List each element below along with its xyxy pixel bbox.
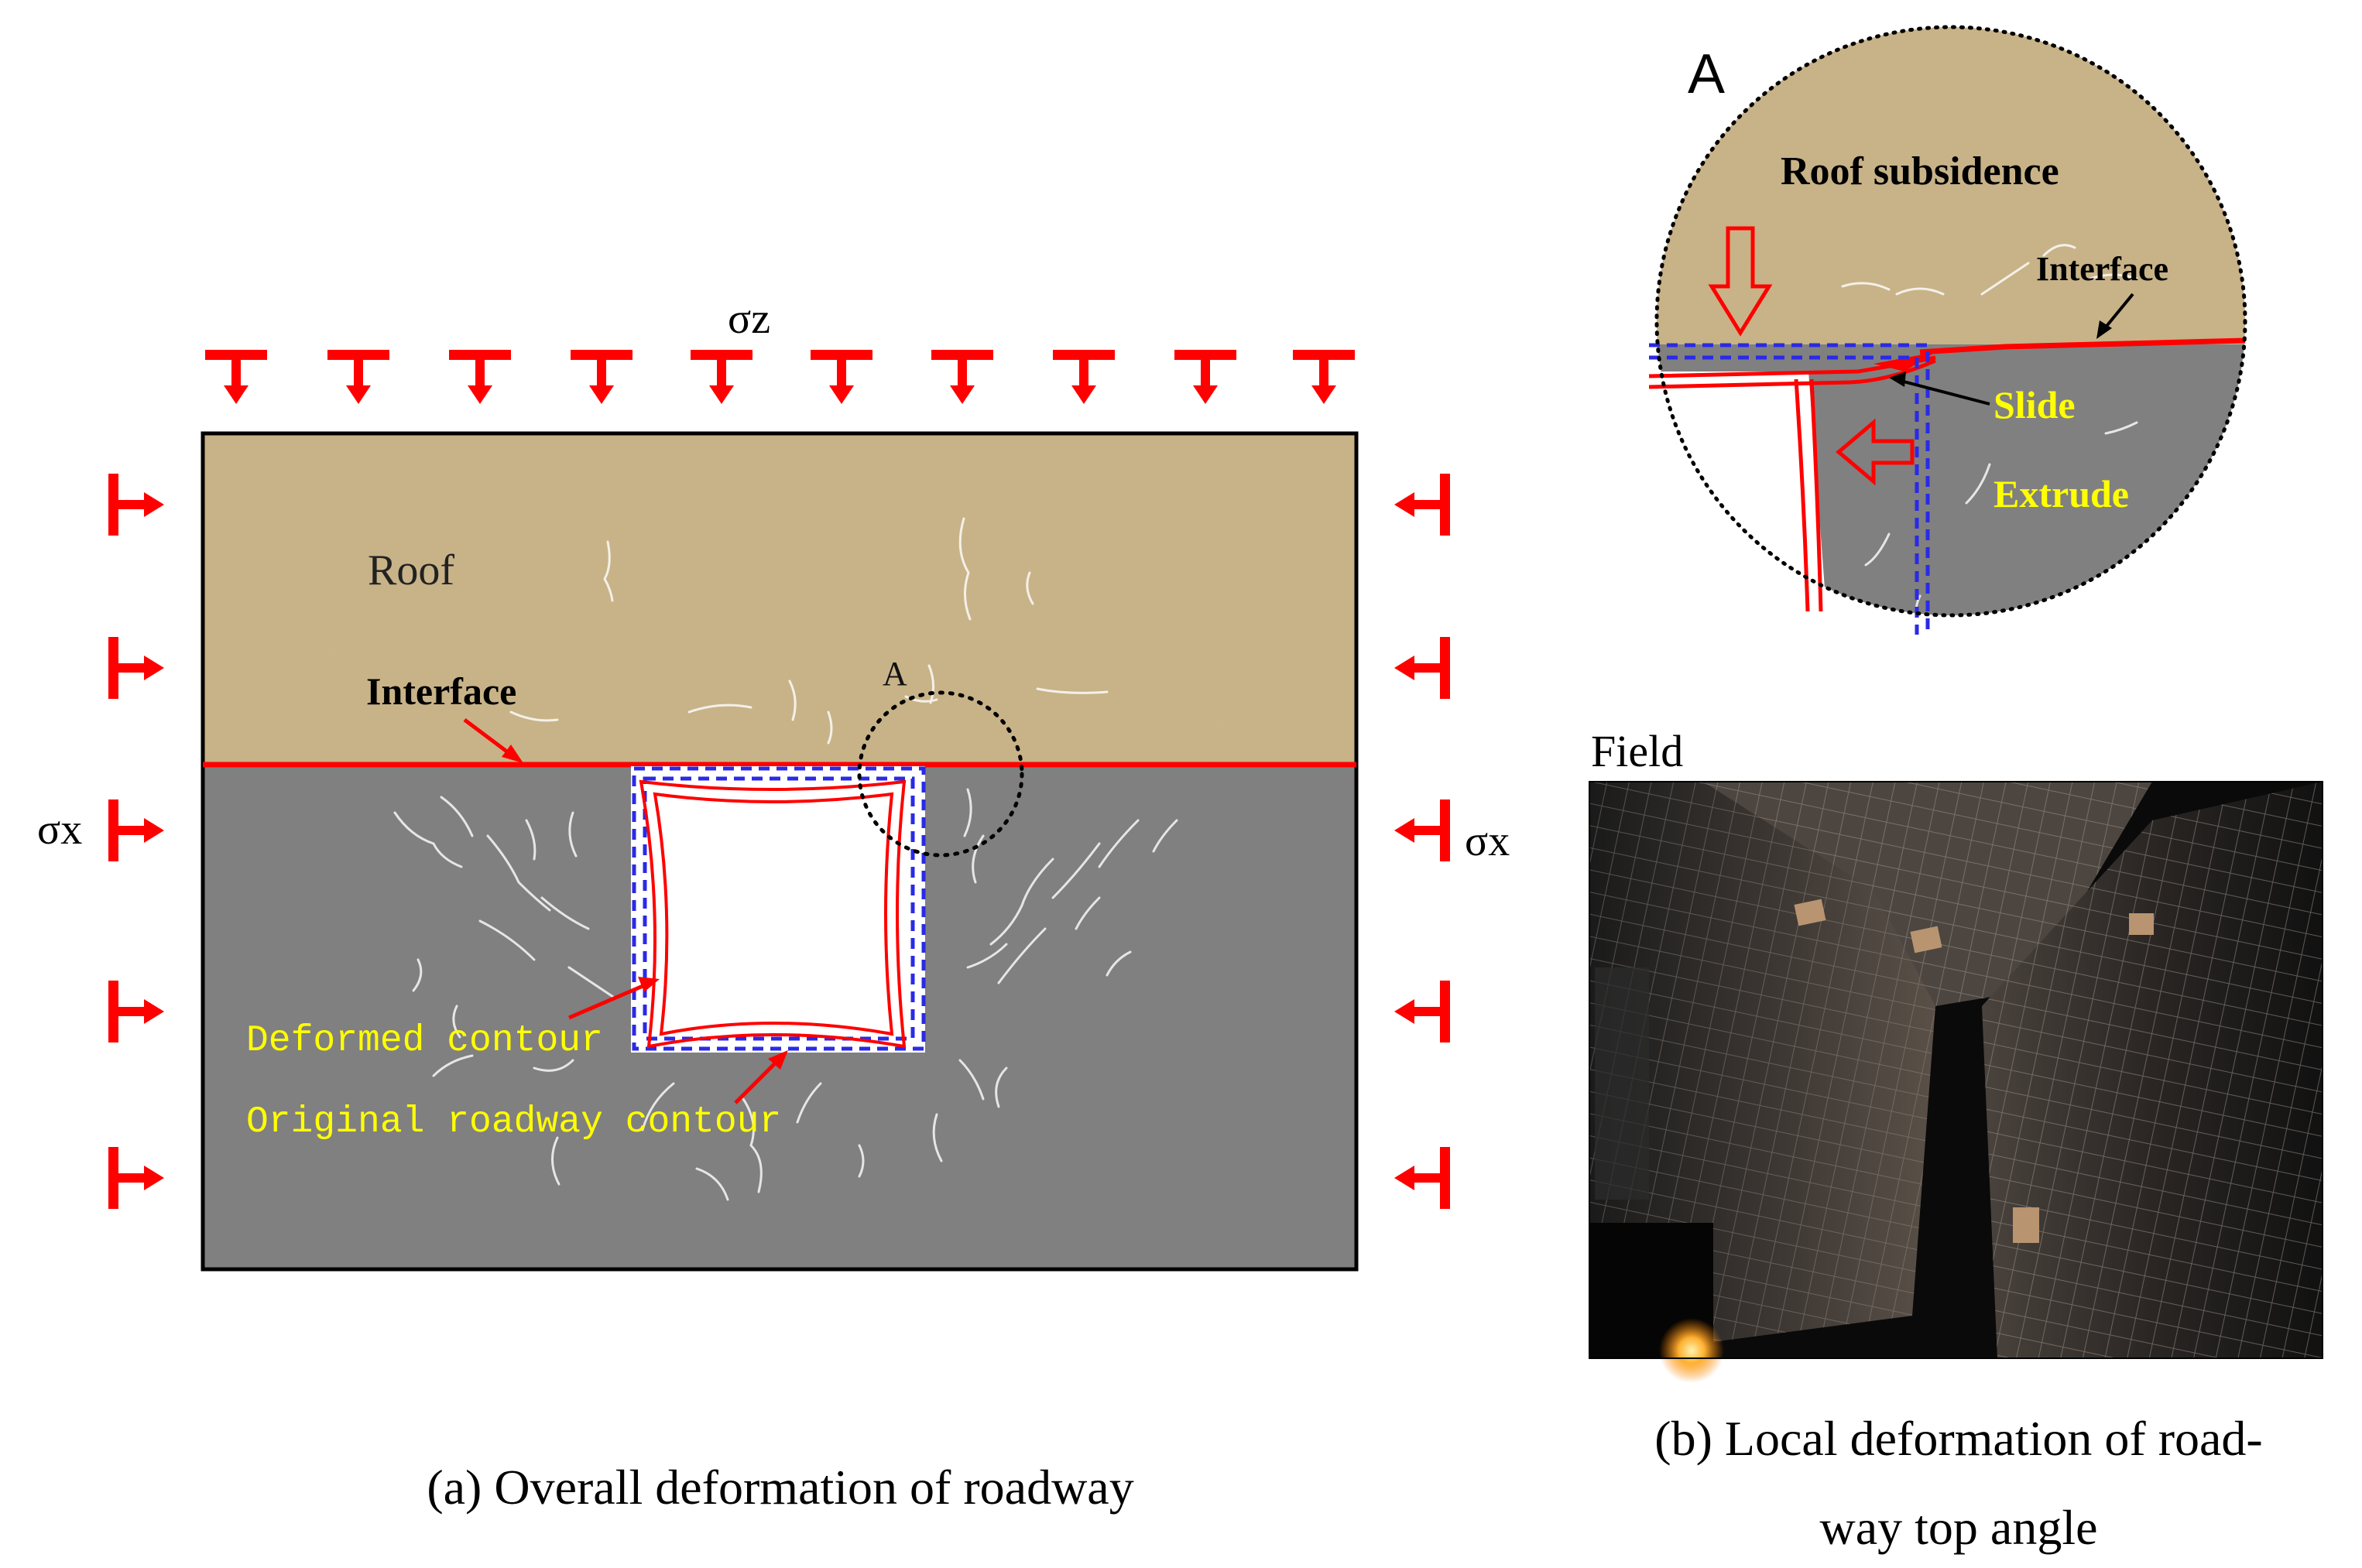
deformed-contour-label: Deformed contour [246, 1020, 603, 1062]
original-pointer [734, 1050, 788, 1104]
load-arrow-left [108, 1147, 164, 1209]
extrude-arrow [1836, 418, 1915, 486]
caption-b-line2: way top angle [1820, 1500, 2098, 1555]
deformed-contour [639, 779, 907, 1049]
original-contour [632, 766, 926, 1051]
coal-cracks [393, 788, 1178, 1201]
load-arrow-left [108, 474, 164, 536]
field-photo [1589, 781, 2323, 1383]
sigma-z-label: σz [728, 295, 770, 343]
model-boundary [201, 431, 1359, 1272]
zoom-circle-a [857, 690, 1024, 858]
panel-b-field: Field (b) Local d [1589, 726, 2323, 1555]
zoom-circle-outline [1654, 25, 2247, 618]
slide-label: Slide [1993, 383, 2076, 426]
zoom-original-contour [1649, 343, 1930, 635]
load-arrow-top [811, 350, 872, 404]
load-arrow-right [1394, 799, 1450, 861]
load-arrow-left [108, 981, 164, 1042]
interface-pointer [463, 718, 523, 763]
slide-pointer [1889, 371, 1990, 406]
load-arrow-top [1293, 350, 1355, 404]
roadway-opening [631, 766, 925, 1053]
deformed-pointer [568, 977, 660, 1020]
sigma-x-right-label: σx [1465, 817, 1510, 865]
load-arrow-top [931, 350, 993, 404]
load-arrow-top [205, 350, 267, 404]
load-arrow-right [1394, 474, 1450, 536]
load-arrow-right [1394, 981, 1450, 1042]
vertical-load-arrows [205, 350, 1355, 404]
lamp-glow [1659, 1318, 1724, 1383]
interface-label-a: Interface [366, 669, 516, 713]
caption-a: (a) Overall deformation of roadway [427, 1460, 1133, 1515]
load-arrow-top [449, 350, 511, 404]
sigma-x-left-label: σx [37, 806, 82, 854]
roof-subsidence-label: Roof subsidence [1781, 149, 2059, 193]
panel-a: A [37, 295, 1510, 1515]
right-load-arrows [1394, 474, 1450, 1209]
interface-label-b: Interface [2036, 250, 2168, 288]
roof-cracks [509, 517, 1109, 745]
interface-pointer-b [2096, 293, 2134, 339]
field-label: Field [1591, 726, 1683, 776]
load-arrow-top [571, 350, 632, 404]
left-load-arrows [108, 474, 164, 1209]
zoom-letter: A [1688, 43, 1725, 105]
subsidence-arrow [1708, 226, 1773, 337]
load-arrow-top [1174, 350, 1236, 404]
load-arrow-top [327, 350, 389, 404]
zoom-interface-line [1919, 337, 2246, 355]
original-contour-label: Original roadway contour [246, 1101, 781, 1143]
load-arrow-top [691, 350, 752, 404]
panel-b-zoom: A Roof subsidence Interface Slide Extrud… [1648, 25, 2247, 635]
load-arrow-right [1394, 1147, 1450, 1209]
extrude-label: Extrude [1993, 472, 2129, 515]
roof-label: Roof [368, 546, 454, 594]
caption-b-line1: (b) Local deformation of road- [1654, 1411, 2262, 1466]
load-arrow-left [108, 637, 164, 699]
load-arrow-top [1053, 350, 1115, 404]
load-arrow-left [108, 799, 164, 861]
load-arrow-right [1394, 637, 1450, 699]
zoom-marker-a: A [883, 655, 907, 693]
